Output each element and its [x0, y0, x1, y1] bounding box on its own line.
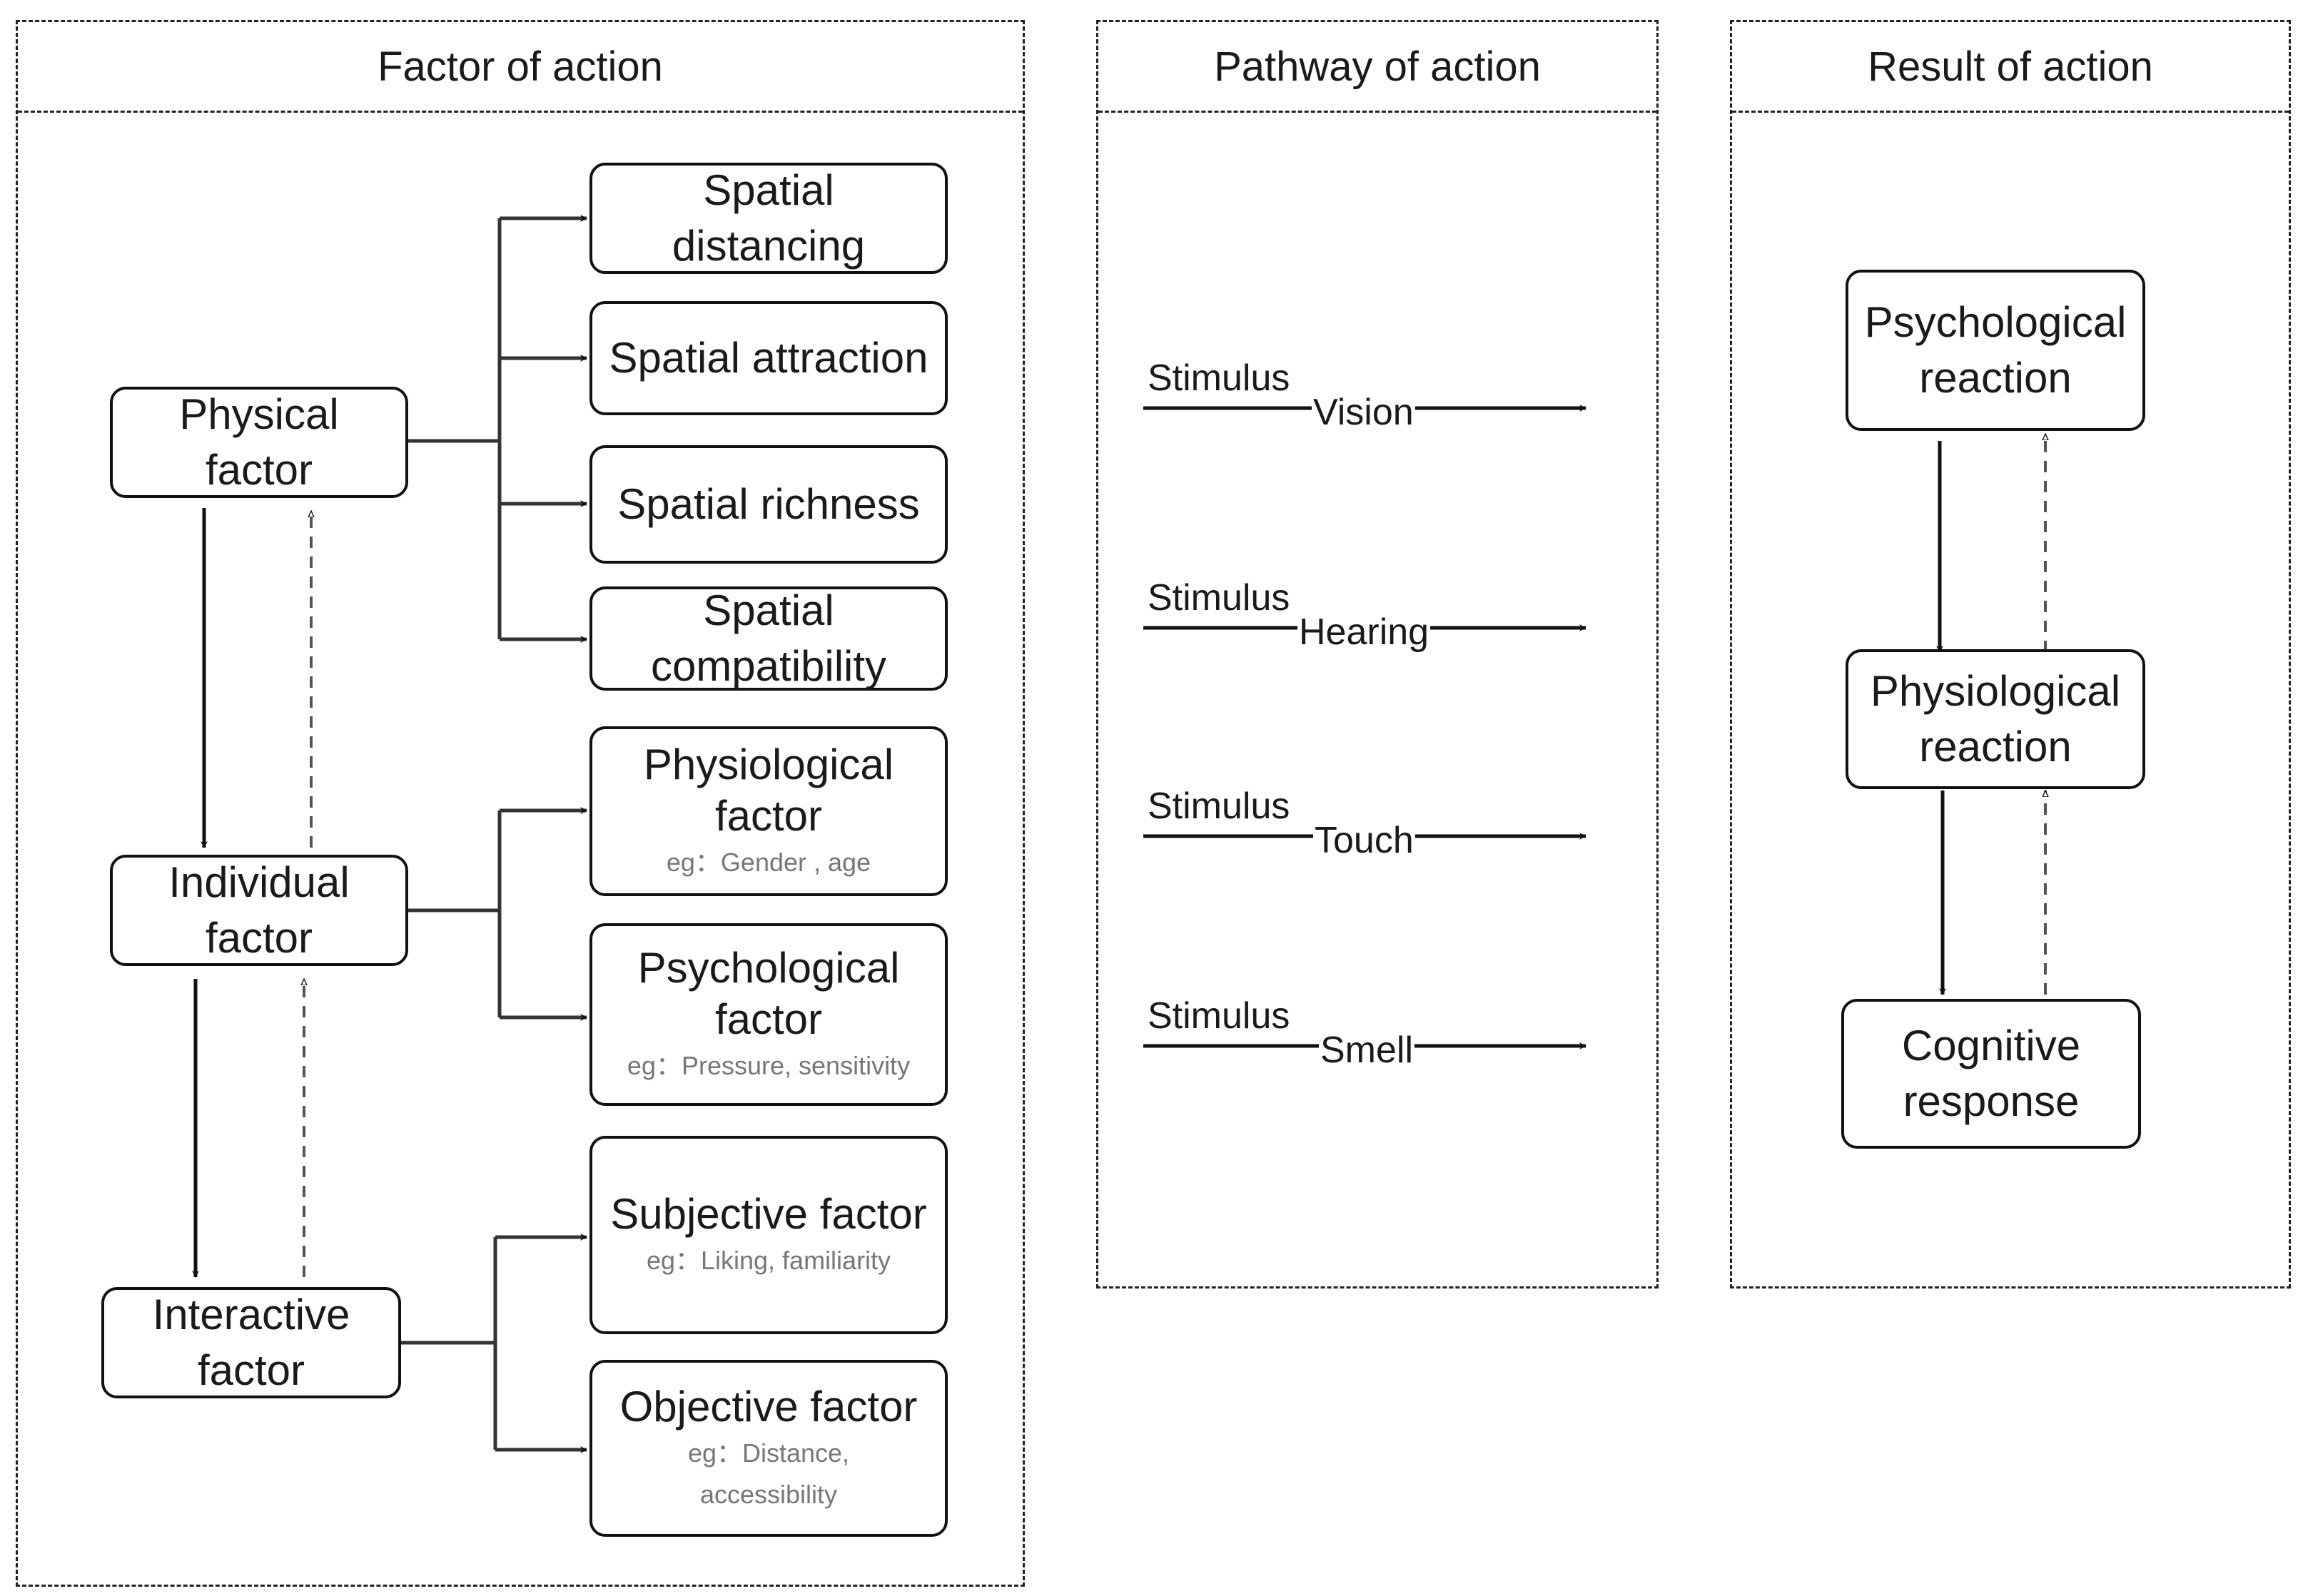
- node-label: factor: [205, 446, 313, 494]
- subjective-factor-box: Subjective factor eg：Liking, familiarity: [589, 1136, 948, 1334]
- node-label: Interactive: [152, 1291, 350, 1338]
- factor-of-action-header: Factor of action: [18, 22, 1023, 113]
- node-label: Psychological: [637, 944, 900, 992]
- result-of-action-panel: Result of action: [1730, 20, 2291, 1289]
- sense-label-smell: Smell: [1319, 1030, 1415, 1071]
- sense-label-touch: Touch: [1313, 820, 1415, 861]
- result-of-action-header: Result of action: [1732, 22, 2289, 113]
- node-label: Physical: [179, 390, 339, 438]
- node-label: Spatial: [703, 166, 834, 214]
- sense-label-hearing: Hearing: [1297, 611, 1431, 653]
- panel-title: Pathway of action: [1214, 43, 1541, 90]
- panel-title: Factor of action: [378, 43, 663, 90]
- example-note: accessibility: [699, 1480, 838, 1509]
- pathway-of-action-panel: Pathway of action: [1096, 20, 1659, 1289]
- spatial-attraction-box: Spatial attraction: [589, 301, 948, 415]
- cognitive-response-box: Cognitive response: [1841, 999, 2141, 1149]
- stimulus-label: Stimulus: [1148, 786, 1290, 827]
- node-label: Spatial: [703, 586, 834, 634]
- pathway-of-action-header: Pathway of action: [1098, 22, 1656, 113]
- individual-factor-box: Individual factor: [110, 855, 408, 966]
- node-label: factor: [197, 1346, 305, 1394]
- node-label: distancing: [672, 222, 866, 270]
- physical-factor-box: Physical factor: [110, 387, 408, 498]
- example-note: eg：Gender , age: [666, 848, 871, 877]
- panel-title: Result of action: [1868, 43, 2153, 90]
- spatial-richness-box: Spatial richness: [589, 445, 948, 564]
- physiological-reaction-box: Physiological reaction: [1846, 649, 2145, 789]
- node-label: response: [1903, 1077, 2080, 1125]
- stimulus-label: Stimulus: [1148, 995, 1290, 1037]
- node-label: Subjective factor: [610, 1190, 927, 1238]
- node-label: Psychological: [1864, 298, 2127, 346]
- factor-of-action-panel: Factor of action: [16, 20, 1025, 1587]
- example-note: eg：Liking, familiarity: [646, 1246, 891, 1275]
- node-label: Spatial attraction: [609, 334, 928, 382]
- interactive-factor-box: Interactive factor: [101, 1287, 401, 1398]
- spatial-distancing-box: Spatial distancing: [589, 163, 948, 274]
- stimulus-label: Stimulus: [1148, 357, 1290, 399]
- psychological-reaction-box: Psychological reaction: [1846, 270, 2145, 431]
- node-label: factor: [714, 792, 823, 840]
- node-label: factor: [205, 914, 313, 962]
- node-label: Physiological: [643, 741, 894, 788]
- sense-label-vision: Vision: [1312, 392, 1415, 433]
- node-label: compatibility: [650, 642, 887, 690]
- node-label: reaction: [1919, 354, 2072, 402]
- node-label: reaction: [1919, 723, 2072, 771]
- node-label: Physiological: [1870, 667, 2121, 715]
- node-label: Cognitive: [1901, 1022, 2081, 1069]
- node-label: Individual: [168, 858, 350, 906]
- node-label: factor: [714, 995, 823, 1043]
- psychological-factor-box: Psychological factor eg：Pressure, sensit…: [589, 923, 948, 1106]
- example-note: eg：Distance,: [687, 1438, 850, 1468]
- node-label: Objective factor: [619, 1383, 918, 1430]
- example-note: eg：Pressure, sensitivity: [627, 1051, 911, 1080]
- spatial-compatibility-box: Spatial compatibility: [589, 586, 948, 691]
- objective-factor-box: Objective factor eg：Distance, accessibil…: [589, 1360, 948, 1537]
- stimulus-label: Stimulus: [1148, 577, 1290, 619]
- node-label: Spatial richness: [617, 480, 920, 528]
- physiological-factor-box: Physiological factor eg：Gender , age: [589, 726, 948, 896]
